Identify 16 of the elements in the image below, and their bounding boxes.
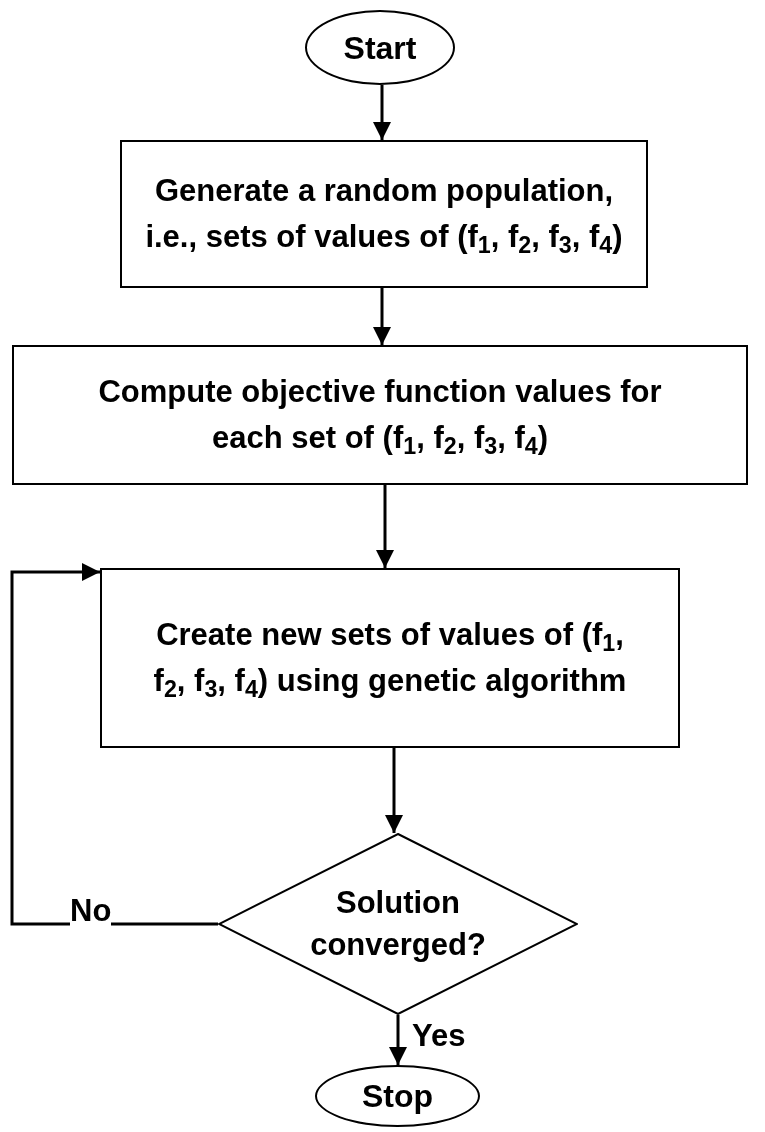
process-box <box>120 140 648 288</box>
decision-diamond <box>218 833 578 1015</box>
arrow <box>373 288 391 345</box>
node-text: Create new sets of values of (f$_{1}$, f$_{2}$, f$_{3}$, f$_{4}$) using genetic algorithm <box>152 616 628 704</box>
arrow <box>373 85 391 140</box>
process-box <box>12 345 748 485</box>
arrow <box>389 1015 407 1065</box>
arrow <box>10 563 218 926</box>
node-text: Stop <box>361 1077 434 1116</box>
process-box <box>100 568 680 748</box>
node-text: Compute objective function values for each set of (f$_{1}$, f$_{2}$, f$_{3}$, f$_{4}$) <box>97 373 663 461</box>
arrow <box>376 485 394 568</box>
node-text: Start <box>343 28 417 68</box>
node-text: Solution converged? <box>309 884 487 964</box>
node-text: Generate a random population, i.e., sets of values of (f$_{1}$, f$_{2}$, f$_{3}$, f$_{4}$) <box>144 172 624 260</box>
arrow <box>385 748 403 833</box>
